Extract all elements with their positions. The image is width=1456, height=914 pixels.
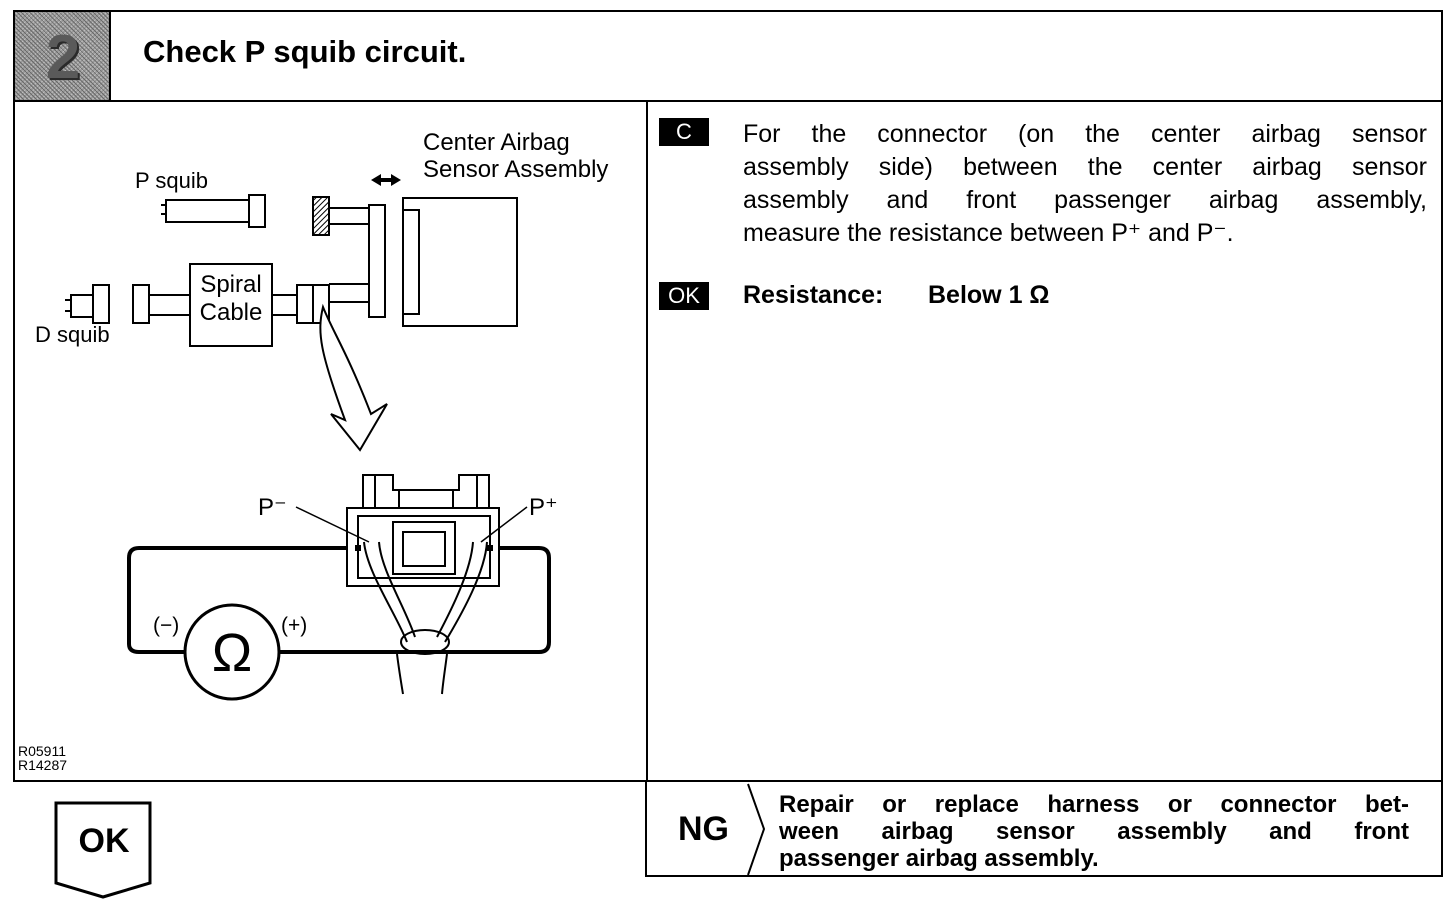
pos-terminal: (+): [281, 614, 307, 637]
ng-action-line: passenger airbag assembly.: [779, 845, 1099, 872]
d-squib-connector: [65, 284, 190, 324]
ng-result-box: [645, 782, 1443, 877]
ok-arrow-icon: [54, 801, 152, 899]
resistance-label: Resistance:: [743, 281, 884, 309]
label-cable: Cable: [200, 299, 263, 326]
step-number-box: 2: [15, 12, 111, 100]
figure-code: R05911: [18, 743, 67, 759]
badge-ok: OK: [659, 282, 709, 310]
hollow-arrow-icon: [319, 303, 388, 452]
neg-terminal: (−): [153, 614, 179, 637]
p-minus-leader: [295, 506, 370, 543]
step-header: 2 Check P squib circuit.: [15, 12, 1441, 102]
resistance-value: Below 1 Ω: [928, 281, 1050, 309]
badge-c: C: [659, 118, 709, 146]
instruction-line-2: assembly side) between the center airbag…: [743, 153, 1427, 181]
meter-circuit: [127, 546, 551, 654]
instruction-line-4: measure the resistance between P⁺ and P⁻…: [743, 219, 1234, 247]
wiring-diagram: Center Airbag Sensor Assembly P squib D …: [35, 129, 608, 701]
ng-action-line: ween airbag sensor assembly and front: [779, 818, 1409, 845]
p-squib-connector: [161, 194, 266, 228]
label-p-plus: P⁺: [529, 494, 558, 521]
column-divider: [646, 100, 648, 782]
ng-action-line: Repair or replace harness or connector b…: [779, 791, 1409, 818]
p-plus-leader: [480, 506, 528, 543]
instruction-line-3: assembly and front passenger airbag asse…: [743, 186, 1427, 214]
step-title: Check P squib circuit.: [143, 34, 467, 69]
ng-chevron-icon: [747, 783, 766, 876]
ng-label: NG: [678, 810, 729, 848]
instruction-line-1: For the connector (on the center airbag …: [743, 120, 1427, 148]
connector-closeup: [346, 474, 500, 587]
figure-codes: R05911 R14287: [18, 744, 67, 772]
ok-result-label: OK: [78, 822, 130, 860]
step-number: 2: [45, 23, 81, 92]
label-center-airbag-2: Sensor Assembly: [423, 156, 608, 183]
double-arrow-icon: [371, 174, 401, 186]
procedure-frame: 2 Check P squib circuit. Center Airbag S…: [13, 10, 1443, 782]
label-p-squib: P squib: [135, 168, 208, 193]
ohmmeter: [183, 603, 281, 701]
sensor-wiring: [329, 204, 386, 318]
label-spiral: Spiral: [200, 271, 261, 298]
probe-leads: [363, 541, 488, 695]
figure-code: R14287: [18, 757, 68, 773]
label-p-minus: P⁻: [258, 494, 287, 521]
ohm-symbol: Ω: [212, 623, 252, 683]
spiral-cable-box: [189, 263, 273, 347]
ng-action: Repair or replace harness or connector b…: [779, 791, 1409, 872]
hatched-connector: [312, 196, 330, 236]
label-d-squib: D squib: [35, 322, 110, 347]
center-airbag-sensor-assembly: [402, 197, 518, 327]
label-center-airbag-1: Center Airbag: [423, 129, 570, 156]
